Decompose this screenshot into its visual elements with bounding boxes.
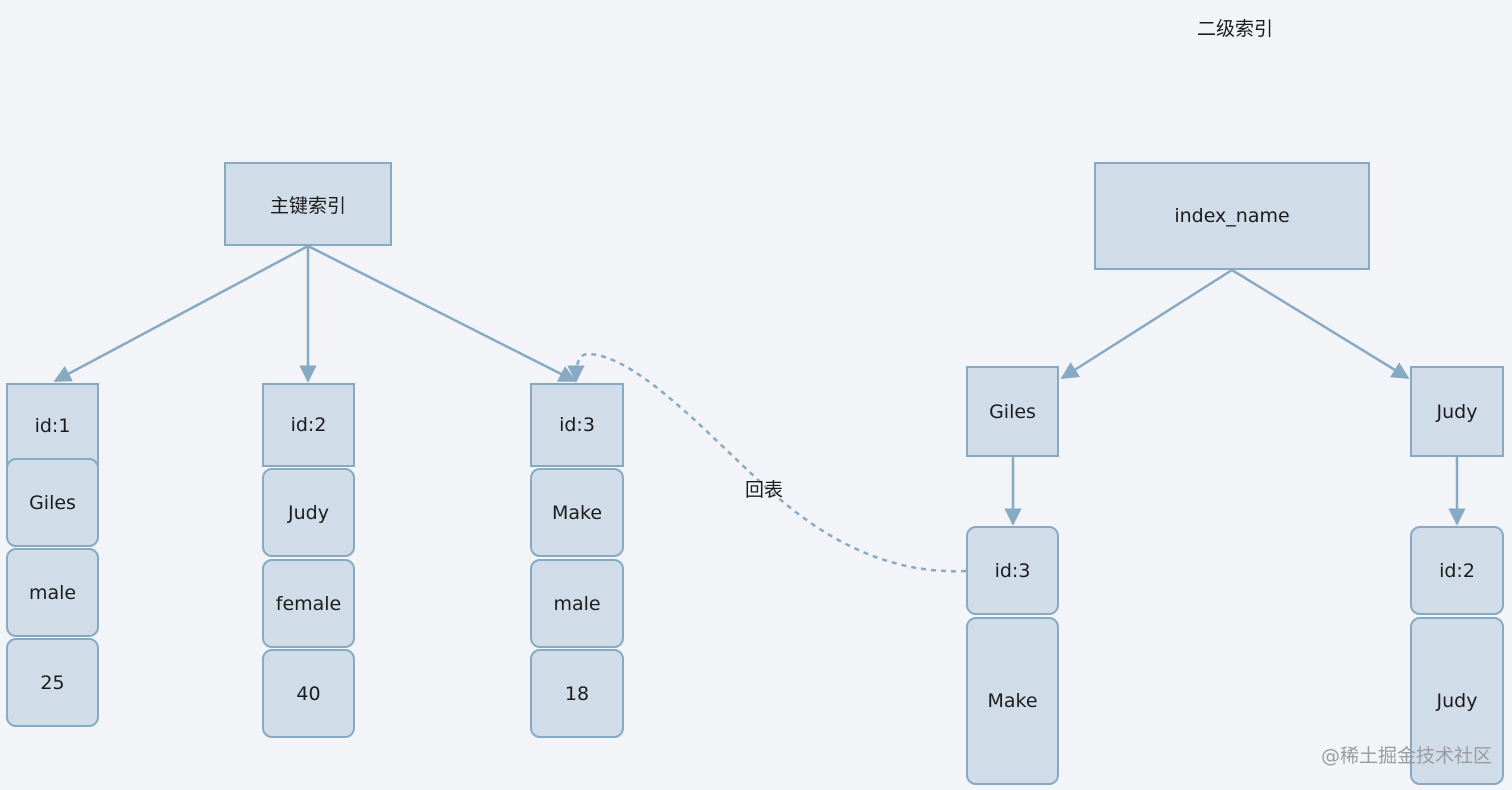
edge-primary-to-id1 xyxy=(53,244,309,383)
back-to-table-label: 回表 xyxy=(745,479,784,501)
secondary-entry-1-value: Make xyxy=(966,617,1059,785)
secondary-entry-1-id: id:3 xyxy=(966,526,1059,615)
edge-back-to-table xyxy=(567,352,967,573)
primary-record-3-id: id:3 xyxy=(530,383,624,467)
secondary-entry-2-key: Judy xyxy=(1410,366,1504,457)
secondary-entry-2-value: Judy xyxy=(1410,617,1504,785)
secondary-entry-2-id: id:2 xyxy=(1410,526,1504,615)
edge-secondary-to-judy xyxy=(1231,268,1410,380)
primary-record-3-age: 18 xyxy=(530,649,624,738)
edge-secondary-to-giles xyxy=(1060,268,1233,380)
primary-index-root: 主键索引 xyxy=(224,162,392,246)
primary-record-2-name: Judy xyxy=(262,468,355,557)
primary-record-2-age: 40 xyxy=(262,649,355,738)
secondary-index-root: index_name xyxy=(1094,162,1370,270)
edge-primary-to-id3 xyxy=(307,244,577,383)
primary-record-1-gender: male xyxy=(6,548,99,637)
primary-record-1-name: Giles xyxy=(6,458,99,547)
primary-record-3-gender: male xyxy=(530,559,624,648)
primary-record-2-gender: female xyxy=(262,559,355,648)
primary-record-1-id: id:1 xyxy=(6,383,99,468)
primary-record-2-id: id:2 xyxy=(262,383,355,467)
watermark: @稀土掘金技术社区 xyxy=(1320,745,1492,767)
primary-record-3-name: Make xyxy=(530,468,624,557)
secondary-entry-1-key: Giles xyxy=(966,366,1059,457)
secondary-index-title: 二级索引 xyxy=(1197,18,1274,40)
primary-record-1-age: 25 xyxy=(6,638,99,727)
